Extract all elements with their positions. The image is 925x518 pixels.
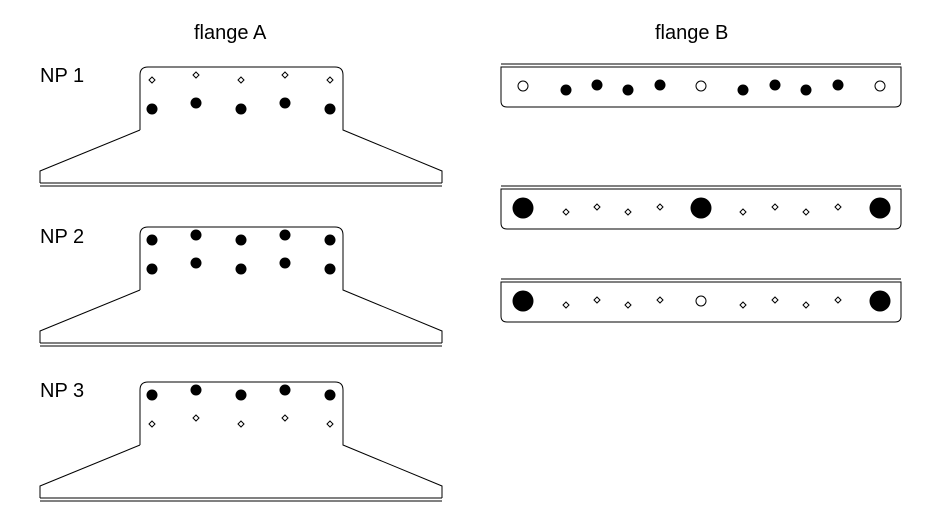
bolt-hole-diamond: [802, 301, 810, 309]
bolt-hole-diamond: [771, 296, 779, 304]
bolt-hole-filled: [591, 79, 603, 91]
bolt-hole-filled: [324, 103, 336, 115]
bolt-hole-filled: [654, 79, 666, 91]
bolt-hole-open: [517, 80, 529, 92]
flange-a-outline: [39, 226, 443, 343]
bolt-hole-filled: [190, 384, 202, 396]
bolt-hole-diamond: [192, 414, 200, 422]
bolt-hole-open: [695, 80, 707, 92]
bolt-hole-diamond: [281, 71, 289, 79]
bolt-hole-diamond: [739, 301, 747, 309]
bolt-hole-filled: [146, 389, 158, 401]
bolt-hole-filled: [622, 84, 634, 96]
bolt-hole-large: [869, 290, 891, 312]
flange-b-title: flange B: [655, 22, 729, 44]
bolt-hole-filled: [235, 263, 247, 275]
bolt-hole-filled: [279, 257, 291, 269]
bolt-hole-diamond: [326, 420, 334, 428]
flange-a-title: flange A: [194, 22, 267, 44]
bolt-hole-filled: [279, 229, 291, 241]
bolt-hole-diamond: [562, 301, 570, 309]
bolt-hole-large: [690, 197, 712, 219]
bolt-hole-filled: [190, 97, 202, 109]
bolt-hole-filled: [235, 103, 247, 115]
bolt-hole-diamond: [593, 296, 601, 304]
bolt-hole-diamond: [656, 203, 664, 211]
bolt-hole-diamond: [834, 296, 842, 304]
bolt-hole-filled: [146, 103, 158, 115]
flange-a-outline: [39, 381, 443, 498]
bolt-hole-open: [695, 295, 707, 307]
bolt-hole-diamond: [624, 208, 632, 216]
bolt-hole-filled: [324, 389, 336, 401]
bolt-hole-filled: [800, 84, 812, 96]
bolt-hole-filled: [235, 389, 247, 401]
bolt-hole-diamond: [326, 76, 334, 84]
bolt-hole-filled: [190, 229, 202, 241]
bolt-hole-diamond: [148, 76, 156, 84]
bolt-hole-diamond: [237, 420, 245, 428]
bolt-hole-diamond: [656, 296, 664, 304]
bolt-hole-filled: [560, 84, 572, 96]
bolt-hole-filled: [146, 263, 158, 275]
bolt-hole-large: [512, 197, 534, 219]
bolt-hole-diamond: [593, 203, 601, 211]
bolt-hole-diamond: [802, 208, 810, 216]
np2-label: NP 2: [40, 226, 85, 248]
bolt-hole-diamond: [624, 301, 632, 309]
bolt-hole-filled: [832, 79, 844, 91]
bolt-hole-diamond: [148, 420, 156, 428]
bolt-hole-filled: [324, 263, 336, 275]
bolt-hole-filled: [279, 97, 291, 109]
bolt-hole-diamond: [771, 203, 779, 211]
np3-label: NP 3: [40, 380, 85, 402]
flange-b-outline: [500, 281, 902, 323]
bolt-hole-diamond: [281, 414, 289, 422]
bolt-hole-diamond: [834, 203, 842, 211]
flange-b-outline: [500, 188, 902, 230]
bolt-hole-filled: [235, 234, 247, 246]
bolt-hole-large: [869, 197, 891, 219]
bolt-hole-large: [512, 290, 534, 312]
bolt-hole-filled: [769, 79, 781, 91]
bolt-hole-open: [874, 80, 886, 92]
bolt-hole-diamond: [192, 71, 200, 79]
flange-b-outline: [500, 66, 902, 108]
bolt-hole-filled: [190, 257, 202, 269]
bolt-hole-filled: [146, 234, 158, 246]
bolt-hole-diamond: [562, 208, 570, 216]
np1-label: NP 1: [40, 65, 85, 87]
flange-a-outline: [39, 66, 443, 183]
bolt-hole-filled: [737, 84, 749, 96]
bolt-hole-filled: [324, 234, 336, 246]
bolt-hole-diamond: [237, 76, 245, 84]
bolt-hole-diamond: [739, 208, 747, 216]
bolt-hole-filled: [279, 384, 291, 396]
